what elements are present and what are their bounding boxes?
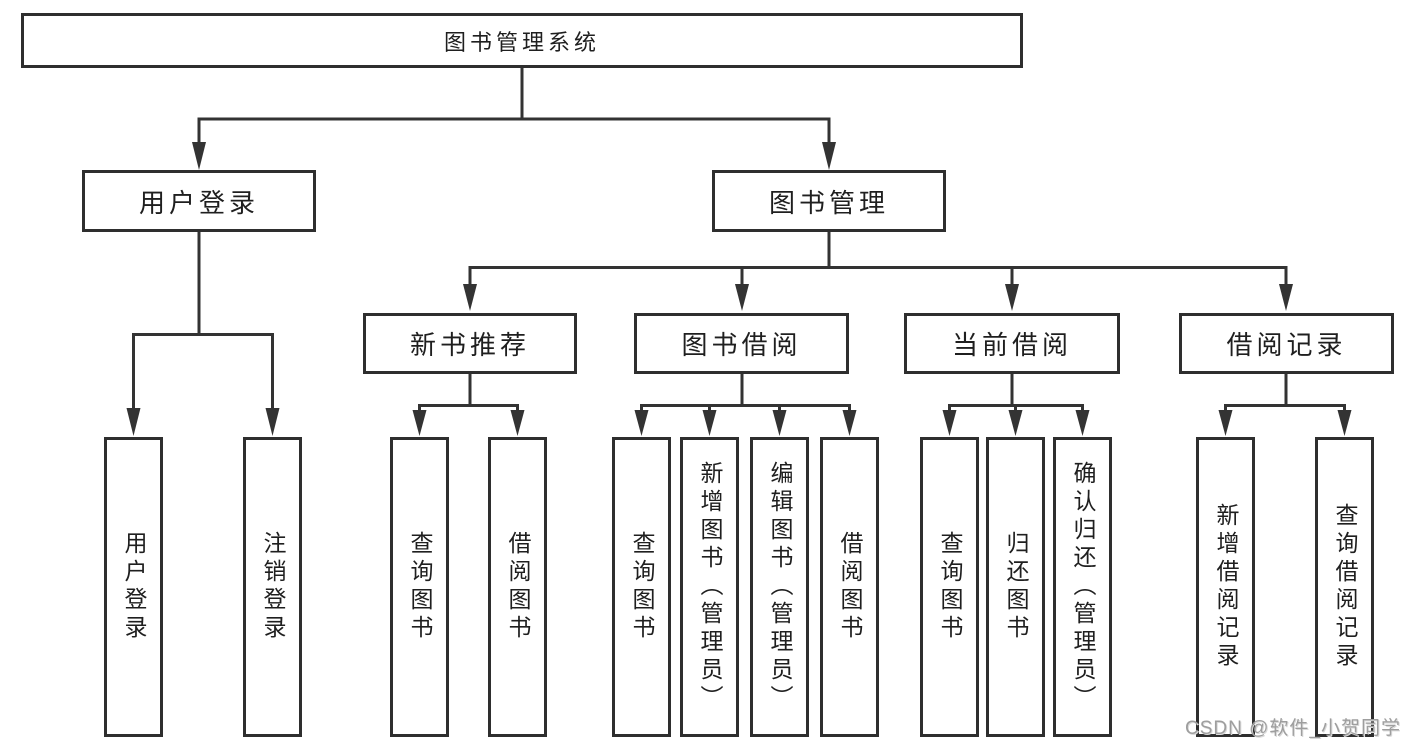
node-borrow-records: 借阅记录 — [1179, 313, 1394, 374]
leaf-add-borrow-record-label: 新增借阅记录 — [1213, 503, 1239, 671]
leaf-add-book-admin-label: 新增图书（管理员） — [697, 461, 723, 713]
node-borrow-records-label: 借阅记录 — [1226, 330, 1347, 360]
leaf-query-books-current-label: 查询图书 — [937, 531, 963, 643]
node-root: 图书管理系统 — [21, 13, 1023, 68]
node-root-label: 图书管理系统 — [443, 29, 600, 55]
node-new-book-recommend-label: 新书推荐 — [409, 330, 530, 360]
leaf-query-books-recommend: 查询图书 — [390, 437, 449, 737]
leaf-query-books-borrow-label: 查询图书 — [629, 531, 655, 643]
leaf-confirm-return-admin: 确认归还（管理员） — [1053, 437, 1112, 737]
leaf-query-books-borrow: 查询图书 — [612, 437, 671, 737]
node-book-borrow: 图书借阅 — [634, 313, 849, 374]
leaf-query-books-current: 查询图书 — [920, 437, 979, 737]
leaf-return-book: 归还图书 — [986, 437, 1045, 737]
leaf-confirm-return-admin-label: 确认归还（管理员） — [1070, 461, 1096, 713]
node-book-management: 图书管理 — [712, 170, 946, 232]
node-user-login: 用户登录 — [82, 170, 316, 232]
leaf-query-books-recommend-label: 查询图书 — [407, 531, 433, 643]
leaf-add-borrow-record: 新增借阅记录 — [1196, 437, 1255, 737]
node-current-borrow: 当前借阅 — [904, 313, 1120, 374]
leaf-edit-book-admin-label: 编辑图书（管理员） — [767, 461, 793, 713]
leaf-return-book-label: 归还图书 — [1003, 531, 1029, 643]
leaf-borrow-books-label: 借阅图书 — [837, 531, 863, 643]
leaf-logout: 注销登录 — [243, 437, 302, 737]
leaf-add-book-admin: 新增图书（管理员） — [680, 437, 739, 737]
node-book-management-label: 图书管理 — [768, 187, 889, 218]
leaf-user-login: 用户登录 — [104, 437, 163, 737]
leaf-borrow-books: 借阅图书 — [820, 437, 879, 737]
leaf-borrow-books-recommend-label: 借阅图书 — [505, 531, 531, 643]
node-user-login-label: 用户登录 — [138, 187, 259, 218]
leaf-borrow-books-recommend: 借阅图书 — [488, 437, 547, 737]
leaf-edit-book-admin: 编辑图书（管理员） — [750, 437, 809, 737]
leaf-logout-label: 注销登录 — [260, 531, 286, 643]
leaf-user-login-label: 用户登录 — [121, 531, 147, 643]
leaf-query-borrow-record-label: 查询借阅记录 — [1332, 503, 1358, 671]
watermark: CSDN @软件_小贺同学 — [1185, 718, 1401, 739]
node-book-borrow-label: 图书借阅 — [681, 330, 802, 360]
node-new-book-recommend: 新书推荐 — [363, 313, 577, 374]
leaf-query-borrow-record: 查询借阅记录 — [1315, 437, 1374, 737]
node-current-borrow-label: 当前借阅 — [951, 330, 1072, 360]
